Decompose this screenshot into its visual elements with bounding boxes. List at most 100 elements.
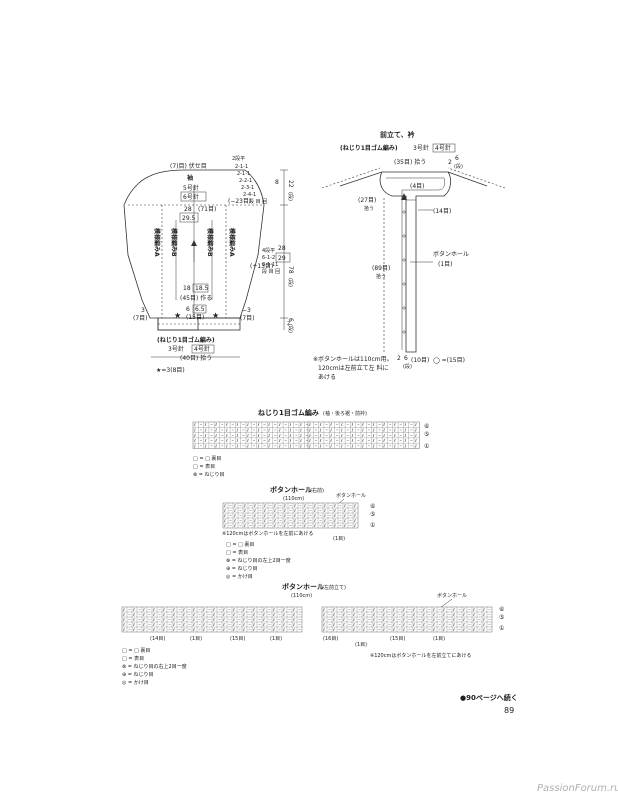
svg-text:ℓ: ℓ (322, 607, 325, 612)
svg-text:ℓ: ℓ (257, 438, 260, 443)
svg-text:ℓ: ℓ (282, 607, 285, 612)
chart1-legend-2: □ = 表目 (193, 463, 215, 470)
svg-text:ℓ: ℓ (282, 627, 285, 632)
svg-text:ℓ: ℓ (332, 612, 335, 617)
svg-text:ℓ: ℓ (278, 438, 281, 443)
chart3-title: ボタンホール (282, 582, 324, 591)
svg-text:ℓ: ℓ (232, 617, 235, 622)
svg-text:ℓ: ℓ (412, 627, 415, 632)
chart3-row-6: ⑥ (499, 606, 504, 613)
svg-text:ℓ: ℓ (372, 627, 375, 632)
svg-text:ℓ: ℓ (172, 617, 175, 622)
buttonhole-chart-left: ボタンホール (左前立て) (110cm) ボタンホール ℓℓℓℓℓℓℓℓℓℓℓ… (121, 582, 504, 686)
svg-text:ℓ: ℓ (462, 627, 465, 632)
svg-text:ℓ: ℓ (319, 443, 322, 448)
sleeve-w18: 18 (183, 285, 191, 292)
svg-text:ℓ: ℓ (382, 627, 385, 632)
svg-text:ℓ: ℓ (372, 438, 375, 443)
svg-text:ℓ: ℓ (332, 622, 335, 627)
svg-text:ℓ: ℓ (452, 617, 455, 622)
svg-text:ℓ: ℓ (223, 513, 226, 518)
svg-text:ℓ: ℓ (319, 438, 322, 443)
svg-text:ℓ: ℓ (442, 622, 445, 627)
svg-text:ℓ: ℓ (308, 422, 311, 427)
svg-text:(1目): (1目) (270, 636, 282, 642)
svg-text:ℓ: ℓ (432, 622, 435, 627)
svg-text:ℓ: ℓ (182, 627, 185, 632)
svg-text:ℓ: ℓ (393, 438, 396, 443)
svg-text:ℓ: ℓ (272, 622, 275, 627)
svg-text:ℓ: ℓ (340, 422, 343, 427)
svg-text:ℓ: ℓ (329, 443, 332, 448)
chart2-legend-2: □ = 表目 (226, 549, 248, 556)
sleeve-cast-off: (40目) 拾う (180, 354, 212, 362)
svg-text:ℓ: ℓ (132, 607, 135, 612)
svg-text:ℓ: ℓ (322, 612, 325, 617)
svg-text:ℓ: ℓ (223, 503, 226, 508)
svg-text:ℓ: ℓ (204, 422, 207, 427)
svg-text:ℓ: ℓ (323, 513, 326, 518)
svg-text:ℓ: ℓ (152, 622, 155, 627)
chart3-legend-3: ⊗ = ねじり目の右上2目一度 (122, 663, 187, 670)
svg-text:ℓ: ℓ (289, 433, 292, 438)
sleeve-rib-needle-alt: 4号針 (194, 345, 210, 353)
chart3-annot: ボタンホール (437, 592, 467, 599)
sleeve-rib-label: (ねじり1目ゴム編み) (157, 336, 215, 344)
svg-text:ℓ: ℓ (303, 518, 306, 523)
chart1-row-1: ① (424, 443, 429, 450)
svg-text:ℓ: ℓ (222, 612, 225, 617)
svg-text:ℓ: ℓ (432, 627, 435, 632)
svg-text:ℓ: ℓ (292, 627, 295, 632)
svg-text:ℓ: ℓ (152, 627, 155, 632)
placket-top-2: 2 (448, 159, 452, 166)
svg-text:ℓ: ℓ (182, 617, 185, 622)
svg-text:ℓ: ℓ (462, 612, 465, 617)
chart2-grid: ℓℓℓℓℓℓℓℓℓℓℓℓℓℓℓℓℓℓℓℓℓℓℓℓℓℓℓℓℓℓℓℓℓℓℓℓℓℓℓℓ… (222, 502, 359, 529)
svg-text:ℓ: ℓ (182, 607, 185, 612)
svg-text:ℓ: ℓ (236, 438, 239, 443)
chart2-legend-3: ⊗ = ねじり目の左上2目一度 (226, 557, 291, 564)
svg-text:ℓ: ℓ (257, 422, 260, 427)
sleeve-dim-28: 28 (278, 245, 286, 252)
continue-note: ●90ページへ続く (460, 693, 518, 702)
svg-text:ℓ: ℓ (361, 422, 364, 427)
svg-text:ℓ: ℓ (212, 627, 215, 632)
svg-text:ℓ: ℓ (232, 612, 235, 617)
svg-text:ℓ: ℓ (382, 433, 385, 438)
placket-pick-4: (4目) (410, 183, 425, 190)
svg-text:ℓ: ℓ (246, 428, 249, 433)
svg-text:ℓ: ℓ (472, 627, 475, 632)
svg-text:ℓ: ℓ (252, 622, 255, 627)
svg-text:ℓ: ℓ (278, 428, 281, 433)
svg-text:2-2-1: 2-2-1 (239, 178, 252, 184)
svg-text:ℓ: ℓ (204, 433, 207, 438)
svg-text:ℓ: ℓ (289, 443, 292, 448)
chart2-row-5: ⑤ (370, 511, 375, 518)
svg-text:ℓ: ℓ (404, 438, 407, 443)
svg-text:ℓ: ℓ (152, 617, 155, 622)
placket-pick-14: (14目) (433, 208, 451, 215)
svg-text:ℓ: ℓ (282, 617, 285, 622)
svg-text:ℓ: ℓ (472, 612, 475, 617)
svg-text:ℓ: ℓ (412, 617, 415, 622)
svg-text:ℓ: ℓ (262, 612, 265, 617)
sleeve-needle-alt: 6号針 (183, 193, 199, 201)
chart3-legend-1: □ = □ 裏目 (122, 647, 150, 654)
svg-text:ℓ: ℓ (361, 433, 364, 438)
svg-text:段 目 回: 段 目 回 (262, 268, 280, 275)
svg-text:ℓ: ℓ (132, 622, 135, 627)
svg-text:ℓ: ℓ (273, 503, 276, 508)
svg-text:ℓ: ℓ (372, 422, 375, 427)
svg-text:ℓ: ℓ (222, 627, 225, 632)
svg-text:ℓ: ℓ (323, 523, 326, 528)
svg-text:ℓ: ℓ (353, 503, 356, 508)
chart2-legend-1: □ = □ 裏目 (226, 541, 254, 548)
svg-text:ℓ: ℓ (283, 508, 286, 513)
sleeve-cuff-6: 6 (287, 318, 294, 322)
placket-needle: 3号針 (413, 144, 429, 152)
sleeve-w6-5: 6.5 (195, 306, 205, 313)
chart3-legend-5: ◎ = かけ目 (122, 679, 149, 686)
svg-text:ℓ: ℓ (152, 612, 155, 617)
svg-text:ℓ: ℓ (353, 523, 356, 528)
svg-text:ℓ: ℓ (303, 508, 306, 513)
